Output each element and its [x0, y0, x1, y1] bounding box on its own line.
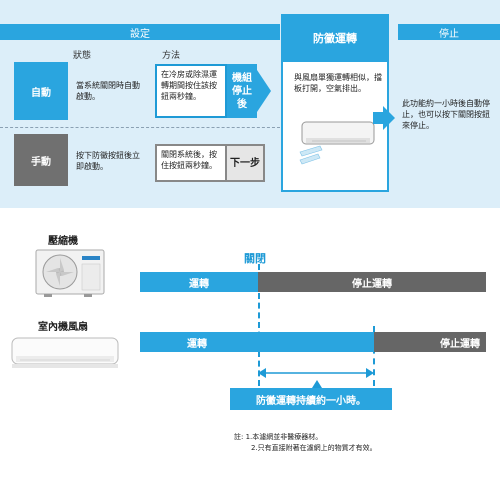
header-settings: 設定 — [0, 24, 280, 40]
mode-auto: 自動 — [14, 62, 68, 120]
mode-manual-label: 手動 — [31, 156, 51, 168]
auto-next-label: 機組停止後 — [232, 72, 252, 110]
manual-state-text: 按下防黴按鈕後立即啟動。 — [76, 151, 140, 171]
compressor-stop-label: 停止運轉 — [352, 278, 392, 290]
compressor-run-bar: 運轉 — [140, 272, 258, 292]
mode-manual: 手動 — [14, 134, 68, 186]
auto-next-tab: 機組停止後 — [227, 64, 257, 118]
stop-description: 此功能約一小時後自動停止，也可以按下關閉按鈕來停止。 — [402, 99, 490, 130]
mode-auto-label: 自動 — [31, 87, 51, 99]
compressor-run-label: 運轉 — [189, 278, 209, 290]
duration-arrow-icon — [258, 368, 374, 378]
duration-label: 防黴運轉持續約一小時。 — [256, 395, 366, 407]
manual-next-label: 下一步 — [230, 157, 260, 169]
off-dashed-line — [258, 264, 260, 386]
manual-next-tab: 下一步 — [227, 144, 265, 182]
airflow-icon — [299, 145, 323, 165]
note-line-2: 2.只有直接附著在濾網上的物質才有效。 — [251, 444, 377, 452]
fan-run-bar: 運轉 — [140, 332, 374, 352]
end-dashed-line — [373, 326, 375, 386]
manual-method-box: 關閉系統後，按住按鈕兩秒鐘。 — [155, 144, 227, 182]
column-state-header: 狀態 — [73, 51, 92, 61]
header-stop-label: 停止 — [439, 28, 459, 40]
indoor-unit-icon — [11, 337, 119, 368]
fan-stop-bar: 停止運轉 — [374, 332, 486, 352]
auto-arrow-icon — [257, 70, 271, 112]
header-stop: 停止 — [398, 24, 500, 40]
row-divider — [0, 127, 280, 128]
outdoor-unit-icon — [35, 249, 105, 297]
fan-stop-label: 停止運轉 — [440, 338, 480, 350]
off-label: 關閉 — [244, 252, 266, 265]
indoor-unit-icon — [299, 121, 375, 165]
compressor-stop-bar: 停止運轉 — [258, 272, 486, 292]
indoor-fan-label: 室內機風扇 — [38, 322, 88, 333]
header-settings-label: 設定 — [130, 28, 150, 40]
auto-method-box: 在冷房或除濕運轉期間按住該按鈕兩秒鐘。 — [155, 64, 227, 118]
anti-mold-description: 與風扇單獨運轉相似，擋板打開，空氣排出。 — [294, 73, 382, 93]
duration-callout: 防黴運轉持續約一小時。 — [230, 388, 392, 410]
column-method-header: 方法 — [162, 51, 181, 61]
header-anti-mold: 防黴運轉 — [281, 14, 389, 62]
compressor-label: 壓縮機 — [48, 236, 78, 247]
fan-run-label: 運轉 — [187, 338, 207, 350]
note-line-1: 註: 1.本濾網並非醫療器材。 — [234, 433, 323, 441]
auto-state-text: 當系統關閉時自動啟動。 — [76, 81, 140, 101]
callout-pointer-icon — [312, 380, 322, 388]
right-arrow-icon — [373, 106, 395, 130]
header-anti-mold-label: 防黴運轉 — [313, 32, 357, 45]
